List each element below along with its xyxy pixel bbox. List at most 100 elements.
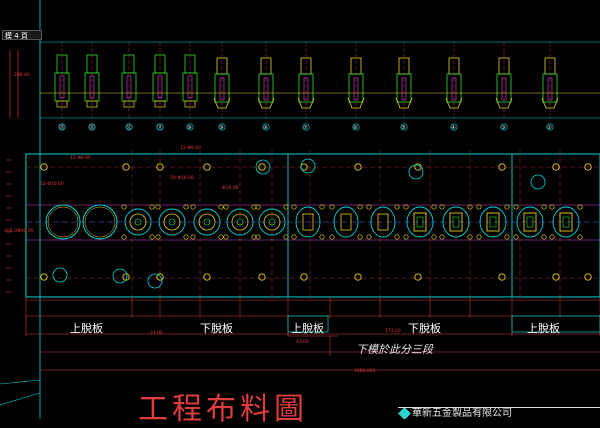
- station-outer: [479, 206, 507, 238]
- pilot-hole: [149, 204, 155, 210]
- station-outer: [552, 206, 580, 238]
- punch-tip: [123, 100, 135, 108]
- pilot-hole: [366, 204, 372, 210]
- company-logo-icon: [398, 408, 411, 419]
- pilot-hole: [577, 204, 583, 210]
- drawing-title: 工程布料圖: [138, 392, 308, 427]
- punch-balloon-label: ⑨: [219, 125, 223, 131]
- bolt-hole: [552, 273, 560, 281]
- bolt-hole: [203, 273, 211, 281]
- bolt-hole: [584, 163, 592, 171]
- pilot-hole: [357, 234, 363, 240]
- punch-balloon: [500, 123, 508, 131]
- station-inner: [129, 213, 147, 231]
- pilot-hole: [513, 234, 519, 240]
- punch-balloon-label: ⑪: [157, 124, 162, 131]
- pilot-hole: [251, 234, 257, 240]
- pilot-hole: [439, 234, 445, 240]
- dim-label-diameter: 20-Φ16.00: [170, 175, 194, 181]
- pilot-hole: [149, 234, 155, 240]
- bolt-hole: [40, 163, 48, 171]
- punch-balloon: [450, 123, 458, 131]
- dim-label-span: 21.00: [150, 330, 163, 336]
- station-outer: [406, 206, 434, 238]
- pilot-hole: [467, 234, 473, 240]
- station-outer: [158, 208, 186, 236]
- pilot-hole: [513, 204, 519, 210]
- guide-pillar-hole: [147, 273, 163, 289]
- station-inner: [302, 213, 314, 231]
- pilot-hole: [218, 234, 224, 240]
- pilot-hole: [155, 204, 161, 210]
- guide-pillar-hole: [300, 158, 316, 174]
- bolt-hole: [40, 273, 48, 281]
- bolt-hole: [258, 273, 266, 281]
- punch-balloon-label: ⑧: [263, 125, 268, 131]
- bolt-hole: [498, 163, 506, 171]
- guide-pillar-hole: [408, 164, 424, 180]
- punch-balloon: [546, 123, 554, 131]
- section-bracket: [287, 315, 329, 333]
- dim-label-height: 290.00: [18, 228, 34, 234]
- pilot-hole: [357, 204, 363, 210]
- section-label-5: 上脫板: [527, 322, 560, 335]
- pilot-hole: [329, 204, 335, 210]
- pilot-hole: [549, 234, 555, 240]
- pilot-hole: [255, 234, 261, 240]
- bolt-hole: [354, 163, 362, 171]
- station-outer: [442, 206, 470, 238]
- station-inner: [413, 212, 427, 232]
- layout-tab[interactable]: 模 4 頁: [2, 30, 42, 40]
- guide-pillar-hole: [112, 268, 128, 284]
- bolt-hole: [122, 163, 130, 171]
- pilot-hole: [121, 204, 127, 210]
- pilot-hole: [183, 204, 189, 210]
- pilot-hole: [183, 234, 189, 240]
- punch-balloon: [186, 123, 194, 131]
- pilot-hole: [504, 234, 510, 240]
- station-pierce: [416, 216, 424, 228]
- dim-label-holes: 32-Φ10.00: [40, 181, 64, 187]
- punch-balloon-label: ⑮: [59, 124, 64, 131]
- station-inner: [163, 213, 181, 231]
- punch-balloon-label: ⑤: [401, 125, 405, 131]
- bolt-hole: [552, 163, 560, 171]
- station-inner: [231, 213, 249, 231]
- blank-disc-inner: [84, 206, 116, 238]
- station-pierce: [134, 218, 142, 226]
- pilot-hole: [190, 234, 196, 240]
- pilot-hole: [394, 234, 400, 240]
- die-plate-outline: [25, 153, 600, 298]
- punch-balloon: [125, 123, 133, 131]
- station-outer: [333, 206, 359, 238]
- pilot-hole: [467, 204, 473, 210]
- punch-balloon-label: ⑦: [303, 125, 308, 131]
- title-block: 華新五金製品有限公司: [398, 407, 600, 419]
- pilot-hole: [577, 234, 583, 240]
- punch-balloon-label: ⑫: [126, 124, 131, 131]
- pilot-hole: [394, 204, 400, 210]
- bolt-hole: [300, 273, 308, 281]
- pilot-hole: [403, 234, 409, 240]
- blank-disc: [45, 204, 81, 240]
- pilot-hole: [291, 234, 297, 240]
- pilot-hole: [283, 204, 289, 210]
- station-pierce: [203, 218, 211, 226]
- bolt-hole: [354, 273, 362, 281]
- bolt-hole: [156, 273, 164, 281]
- pilot-hole: [431, 234, 437, 240]
- pilot-hole: [251, 204, 257, 210]
- section-label-2: 下脫板: [200, 322, 233, 335]
- guide-pillar-hole: [255, 159, 271, 175]
- punch-tip: [86, 100, 98, 108]
- punch-balloon: [58, 123, 66, 131]
- station-outer: [124, 208, 152, 236]
- dim-label-height: 280.00: [14, 72, 30, 78]
- bolt-hole: [258, 163, 266, 171]
- leader-line: [0, 392, 41, 406]
- station-pierce: [268, 218, 276, 226]
- pilot-hole: [504, 204, 510, 210]
- punch-balloon: [88, 123, 96, 131]
- pilot-hole: [291, 204, 297, 210]
